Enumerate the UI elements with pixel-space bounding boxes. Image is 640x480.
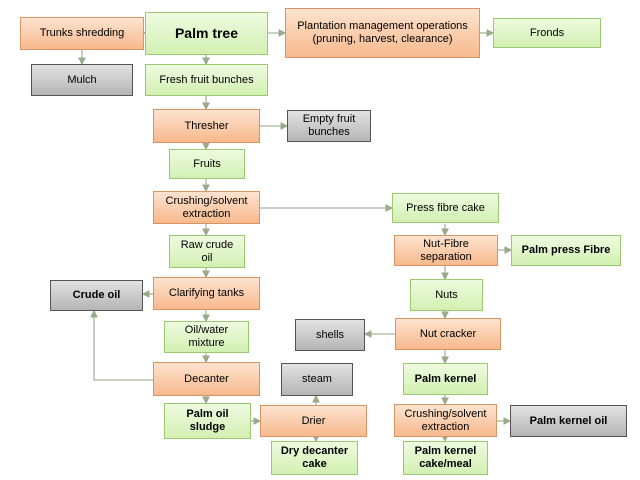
steam-box: steam: [281, 363, 353, 396]
oil-water-mixture-box: Oil/water mixture: [164, 321, 249, 353]
fronds-box: Fronds: [493, 18, 601, 48]
mulch-box: Mulch: [31, 64, 133, 96]
drier-box: Drier: [260, 405, 367, 437]
nuts-box: Nuts: [410, 279, 483, 311]
palm-oil-sludge-box: Palm oil sludge: [164, 403, 251, 439]
nut-cracker-box: Nut cracker: [395, 318, 501, 350]
fruits-box: Fruits: [169, 149, 245, 179]
decanter-box: Decanter: [153, 362, 260, 396]
palm-kernel-cake-box: Palm kernel cake/meal: [403, 441, 488, 475]
crude-oil-box: Crude oil: [50, 280, 143, 311]
raw-crude-oil-box: Raw crude oil: [169, 235, 245, 268]
arrow-decanter-to-crudeoil: [90, 309, 153, 381]
empty-fruit-bunches-box: Empty fruit bunches: [287, 110, 371, 142]
plantation-management-box: Plantation management operations (prunin…: [285, 8, 480, 58]
crushing-extraction-2-box: Crushing/solvent extraction: [394, 404, 497, 437]
palm-press-fibre-box: Palm press Fibre: [511, 235, 621, 266]
palm-kernel-oil-box: Palm kernel oil: [510, 405, 627, 437]
fresh-fruit-bunches-box: Fresh fruit bunches: [145, 64, 268, 96]
clarifying-tanks-box: Clarifying tanks: [153, 277, 260, 310]
thresher-box: Thresher: [153, 109, 260, 143]
palm-kernel-box: Palm kernel: [403, 363, 488, 395]
nut-fibre-separation-box: Nut-Fibre separation: [394, 235, 498, 266]
shells-box: shells: [295, 319, 365, 351]
palm-tree-box: Palm tree: [145, 12, 268, 55]
trunks-shredding-box: Trunks shredding: [20, 17, 144, 50]
crushing-extraction-box: Crushing/solvent extraction: [153, 191, 260, 224]
press-fibre-cake-box: Press fibre cake: [392, 193, 499, 223]
dry-decanter-cake-box: Dry decanter cake: [271, 441, 358, 475]
